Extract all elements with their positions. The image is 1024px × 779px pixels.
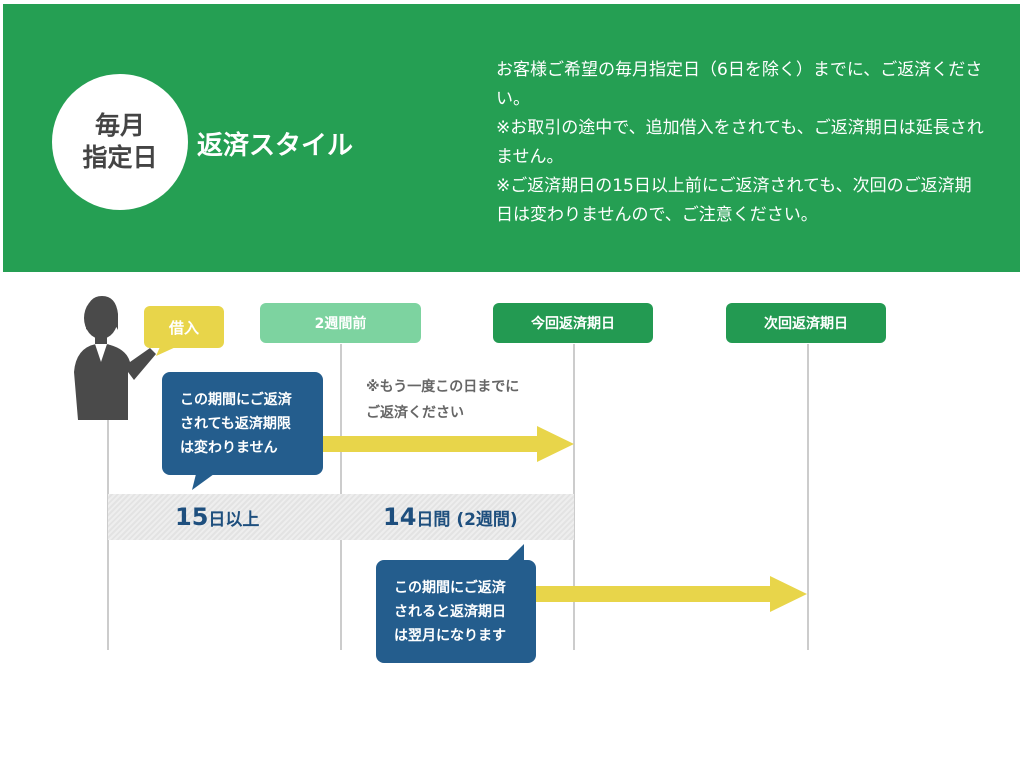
band-label-14-days: 14日間 (2週間) [383, 503, 518, 531]
band-right-number: 14 [383, 503, 417, 531]
arrow-to-next-due [534, 576, 807, 612]
badge-line2: 指定日 [82, 143, 158, 172]
bubble2-line: されると返済期日 [394, 603, 506, 620]
note-line2: ご返済ください [366, 405, 464, 421]
badge-line1: 毎月 [94, 111, 145, 140]
no-change-bubble: この期間にご返済 されても返済期限 は変わりません [162, 372, 323, 475]
bubble2-line: この期間にご返済 [394, 579, 506, 596]
borrow-label: 借入 [144, 306, 224, 348]
description-line: お客様ご希望の毎月指定日（6日を除く）までに、ご返済ください。 [496, 60, 983, 109]
period-band [108, 494, 574, 540]
next-month-bubble: この期間にご返済 されると返済期日 は翌月になります [376, 560, 536, 663]
repayment-style-title: 返済スタイル [197, 131, 354, 161]
arrow-to-current-due [321, 426, 574, 462]
band-left-unit: 日以上 [208, 510, 260, 530]
bubble1-line: この期間にご返済 [180, 391, 292, 408]
band-right-unit: 日間 (2週間) [416, 510, 518, 530]
shirt-collar-icon [95, 344, 107, 362]
description-line: ※お取引の途中で、追加借入をされても、ご返済期日は延長されません。 [496, 118, 984, 167]
band-left-number: 15 [175, 503, 209, 531]
bubble1-line: されても返済期限 [180, 415, 291, 432]
bubble1-line: は変わりません [180, 439, 278, 456]
reminder-note: ※もう一度この日までに ご返済ください [366, 374, 519, 426]
bubble1-tail [192, 474, 214, 490]
current-due-date-label: 今回返済期日 [493, 303, 653, 343]
description: お客様ご希望の毎月指定日（6日を除く）までに、ご返済ください。 ※お取引の途中で… [496, 56, 986, 230]
bubble2-tail [506, 544, 524, 562]
description-line: ※ご返済期日の15日以上前にご返済されても、次回のご返済期日は変わりませんので、… [496, 176, 972, 225]
band-label-15-days: 15日以上 [175, 503, 259, 531]
header-banner: 毎月 指定日 返済スタイル お客様ご希望の毎月指定日（6日を除く）までに、ご返済… [3, 4, 1020, 272]
timeline-line-current-due [573, 344, 575, 650]
next-due-date-label: 次回返済期日 [726, 303, 886, 343]
person-icon [74, 296, 156, 420]
monthly-date-badge: 毎月 指定日 [52, 74, 188, 210]
bubble2-line: は翌月になります [394, 627, 506, 644]
timeline-line-next-due [807, 344, 809, 650]
note-line1: ※もう一度この日までに [366, 379, 520, 395]
two-weeks-before-label: 2週間前 [260, 303, 421, 343]
